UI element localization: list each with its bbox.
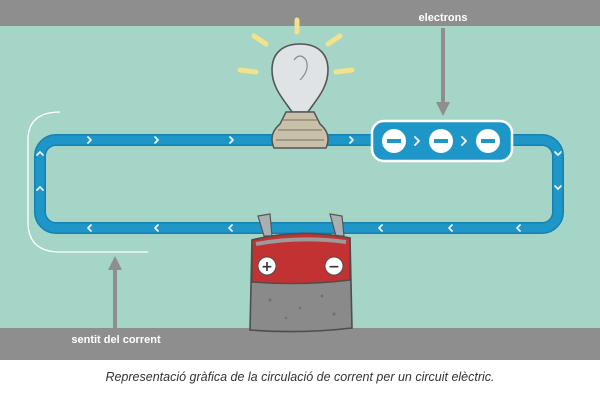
light-bulb-icon — [237, 17, 355, 149]
electrons-arrow — [436, 28, 450, 116]
electron-icon — [429, 129, 453, 153]
electrons-group — [370, 119, 514, 163]
flow-chevrons — [36, 136, 562, 232]
figure-caption: Representació gràfica de la circulació d… — [105, 370, 495, 384]
current-direction-label: sentit del corrent — [71, 334, 161, 346]
bottom-band — [0, 328, 600, 360]
electrons-label: electrons — [419, 12, 468, 24]
electron-icon — [382, 129, 406, 153]
electron-icon — [476, 129, 500, 153]
current-direction-line — [27, 111, 148, 253]
positive-symbol: + — [261, 259, 273, 275]
top-band — [0, 0, 600, 26]
negative-symbol: − — [328, 259, 340, 275]
battery-icon: + − — [249, 213, 353, 333]
circuit-diagram: electrons sentit del corrent + − — [0, 0, 600, 360]
current-direction-arrow — [108, 256, 122, 328]
